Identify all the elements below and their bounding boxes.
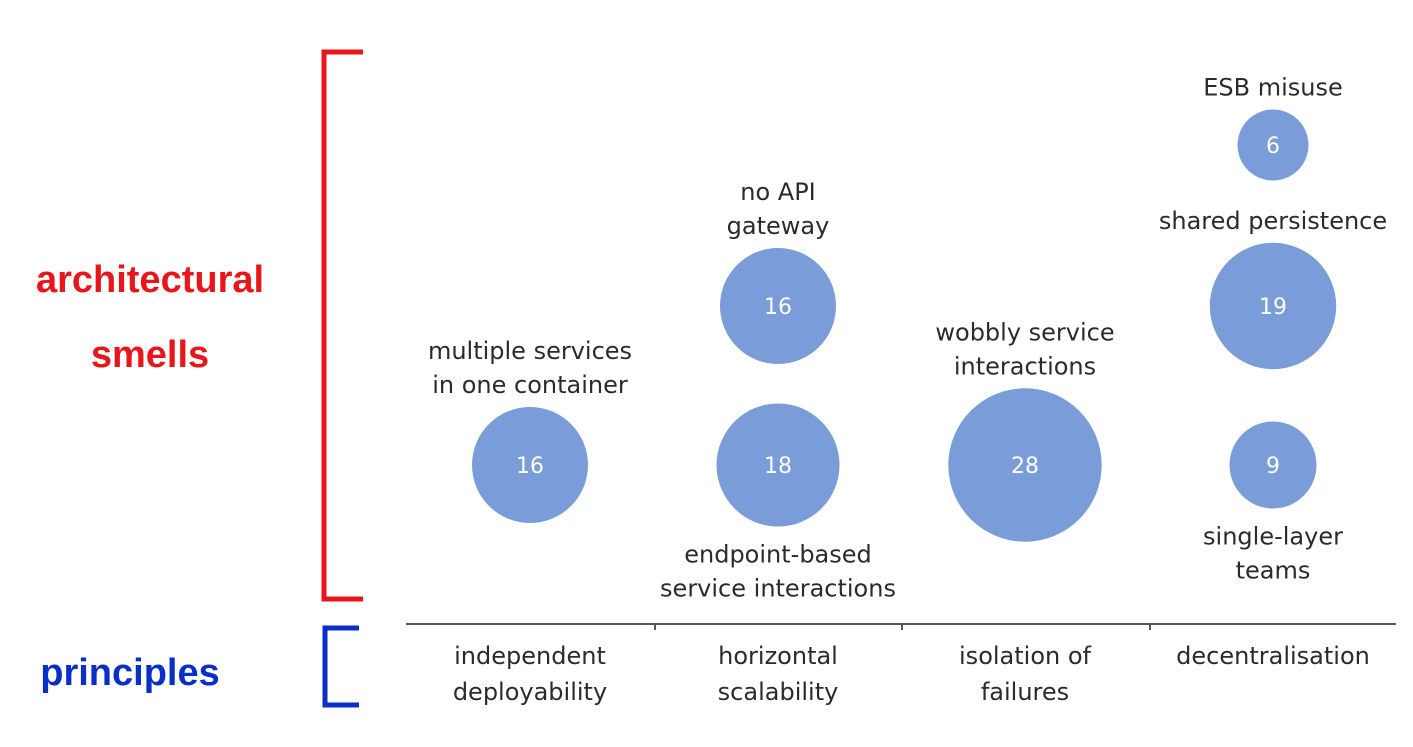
bubble <box>472 407 588 523</box>
bubble-value-label: 18 <box>764 454 792 479</box>
bubble <box>720 248 836 364</box>
bubble <box>948 388 1102 542</box>
bubble-value-label: 28 <box>1011 454 1039 479</box>
architectural-smells-label-line2: smells <box>91 334 209 376</box>
principle-label: isolation of <box>959 642 1092 670</box>
architectural-smells-label-line1: architectural <box>36 259 264 301</box>
bubble-name-label: wobbly service <box>935 318 1114 346</box>
bubble <box>1209 242 1337 370</box>
bubble-name-label: ESB misuse <box>1203 74 1343 102</box>
architectural-smells-bracket <box>321 49 363 602</box>
bubble-name-label: teams <box>1236 557 1311 585</box>
bubble-name-label: interactions <box>954 352 1096 380</box>
principle-label: horizontal <box>718 642 838 670</box>
bubble-name-label: multiple services <box>428 337 632 365</box>
principles-label: principles <box>40 652 220 694</box>
principle-label: scalability <box>718 678 839 706</box>
bubble-name-label: shared persistence <box>1159 207 1387 235</box>
bubble-name-label: gateway <box>727 212 830 240</box>
principle-label: decentralisation <box>1176 642 1370 670</box>
bubble-name-label: endpoint-based <box>684 541 872 569</box>
bubble <box>1229 421 1317 509</box>
bubble-value-label: 16 <box>516 454 544 479</box>
bubble <box>1237 109 1309 181</box>
principle-label: failures <box>981 678 1069 706</box>
bubble-name-label: in one container <box>432 371 628 399</box>
bubble-value-label: 16 <box>764 295 792 320</box>
bubble-name-label: no API <box>740 178 816 206</box>
bubble-name-label: service interactions <box>660 575 896 603</box>
bubble <box>716 403 840 527</box>
bubble-value-label: 19 <box>1259 295 1287 320</box>
principles-bracket <box>322 625 359 708</box>
principle-label: deployability <box>453 678 607 706</box>
bubble-value-label: 6 <box>1266 134 1280 159</box>
bubble-name-label: single-layer <box>1203 523 1343 551</box>
bubble-value-label: 9 <box>1266 454 1280 479</box>
principle-label: independent <box>454 642 606 670</box>
